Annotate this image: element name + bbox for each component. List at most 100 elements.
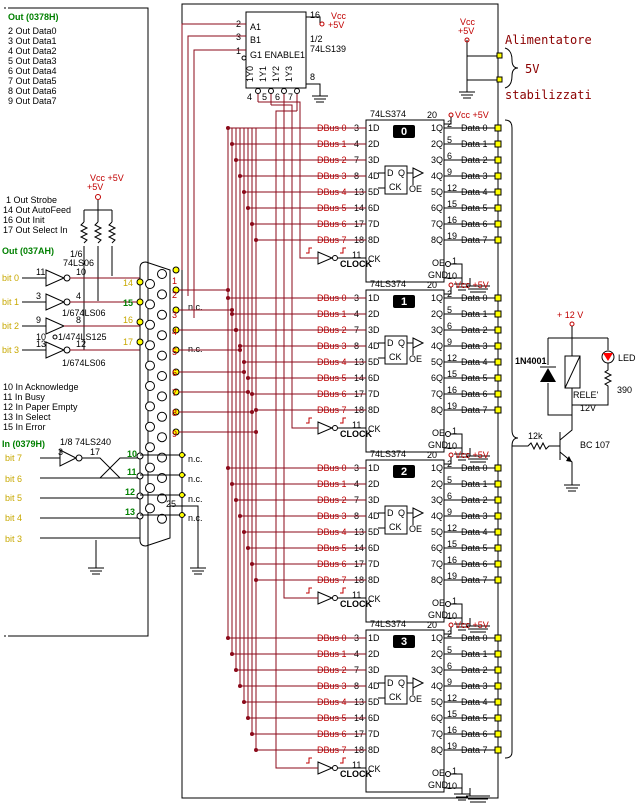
latch-out-pad (494, 204, 502, 212)
latch-clock-label: CLOCK (340, 259, 372, 269)
bit-in-7: bit 7 (5, 453, 22, 463)
decoder-obubble (255, 88, 261, 94)
decoder-vcc: Vcc (331, 11, 347, 21)
relay-supply: + 12 V (557, 310, 583, 320)
latch-q-pin: 7Q (431, 729, 443, 739)
latch-q-pin: 2Q (431, 309, 443, 319)
latch-gnd-wire (444, 773, 490, 803)
gate3-enable (52, 334, 58, 340)
led-res-label: 390 (617, 385, 632, 395)
conn-pin-pad (136, 492, 144, 500)
status-line: 15 In Error (3, 422, 46, 432)
latch-vcc-node (448, 282, 454, 288)
gate4-pin-out: 12 (76, 339, 86, 349)
latch-q-num: 16 (447, 385, 457, 395)
conn-pin-3: 3 (172, 310, 177, 320)
ff-links (378, 342, 414, 359)
latch-pin20: 20 (427, 450, 437, 460)
latch-out-pad (494, 406, 502, 414)
latch-out-pad (494, 512, 502, 520)
latch-id-badge (393, 295, 415, 308)
latch-out-pad (494, 544, 502, 552)
conn-pin-13: 13 (125, 507, 135, 517)
clock-inverter (317, 251, 334, 265)
conn-pin-17: 17 (123, 337, 133, 347)
conn-socket (157, 289, 167, 300)
gate1-pin-in: 11 (36, 267, 45, 277)
decoder-obubble (294, 88, 300, 94)
latch-part: 74LS374 (370, 109, 406, 119)
conn-socket (157, 391, 167, 402)
latch-body (365, 629, 445, 793)
latch-id-badge (393, 635, 415, 648)
bit-in-labels: bit 7 bit 6 bit 5 bit 4 bit 3 (5, 453, 22, 544)
conn-pin-2: 2 (172, 290, 177, 300)
latch-out-pad (494, 140, 502, 148)
conn-socket (145, 401, 155, 412)
latch-gnd: GND (428, 610, 449, 620)
latch-q-pin: 2Q (431, 649, 443, 659)
clock-edge-glyph (306, 757, 346, 764)
latch-oe: OE (432, 768, 445, 778)
latch-clock-label: CLOCK (340, 429, 372, 439)
latch-oe-bubble (445, 601, 451, 607)
latch-out-pad (494, 124, 502, 132)
conn-pin-16: 16 (123, 315, 133, 325)
gate1-pin-out: 10 (76, 267, 86, 277)
latch-gnd: GND (428, 270, 449, 280)
conn-socket (157, 269, 167, 279)
conn-pin-pad (136, 512, 144, 520)
bus-riser (179, 128, 257, 750)
ff-symbol (384, 165, 408, 195)
latch-q-pin: 4Q (431, 511, 443, 521)
latch-part: 74LS374 (370, 619, 406, 629)
pullup-legs (83, 246, 113, 350)
latch-oe-pin: 1 (452, 766, 457, 776)
latch-oe-bubble (445, 431, 451, 437)
bit-in-5: bit 5 (5, 493, 22, 503)
ff-symbol (384, 335, 408, 365)
latch-d-pin: 3D (368, 155, 380, 165)
ff-ck: CK (389, 522, 402, 532)
connector-shell (139, 261, 171, 547)
latch-q-num: 19 (447, 401, 457, 411)
latch-q-num: 2 (447, 459, 452, 469)
conn-pin-12: 12 (125, 487, 135, 497)
bus-riser (179, 128, 233, 654)
latch-q-pin: 6Q (431, 543, 443, 553)
latch-out-pad (494, 576, 502, 584)
conn-pin-pad (136, 452, 144, 460)
latch-pin20: 20 (427, 280, 437, 290)
conn-pin-pad (172, 266, 180, 274)
decoder-pin-3: 3 (236, 32, 241, 42)
latch-oe-bubble (445, 261, 451, 267)
latch-q-num: 2 (447, 119, 452, 129)
control-line: 1 Out Strobe (6, 195, 57, 205)
latch-q-pin: 5Q (431, 527, 443, 537)
conn-pin-5: 5 (172, 347, 177, 357)
relay-volt: 12V (580, 403, 596, 413)
out-37a-title: Out (037AH) (2, 246, 54, 256)
conn-pin-10: 10 (127, 449, 137, 459)
status-line: 10 In Acknowledge (3, 382, 79, 392)
ground-left (88, 540, 104, 575)
latch-d-pin: 8D (368, 575, 380, 585)
latch-q-num: 19 (447, 571, 457, 581)
latch-q-pin: 3Q (431, 325, 443, 335)
latch-clock-label: CLOCK (340, 599, 372, 609)
latch-q-num: 6 (447, 661, 452, 671)
latch-q-pin: 3Q (431, 495, 443, 505)
latch-vcc: Vcc +5V (455, 280, 489, 290)
latch-gnd-pin: 10 (447, 271, 457, 281)
connector-pins (136, 266, 186, 524)
latch-out-pad (494, 650, 502, 658)
latch-vcc-node (448, 112, 454, 118)
ff-symbol (384, 675, 408, 705)
latch-vcc: Vcc +5V (455, 620, 489, 630)
latch-body (365, 459, 445, 623)
crossover (82, 457, 140, 479)
conn-pin-25: 25 (166, 499, 176, 509)
status-line: 11 In Busy (3, 392, 45, 402)
